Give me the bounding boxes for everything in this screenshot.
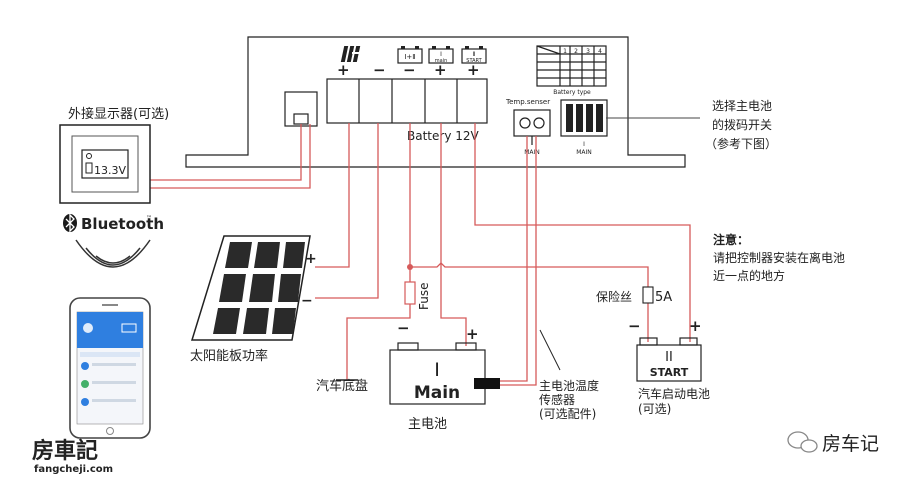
svg-text:START: START [650, 366, 689, 379]
phone-sun-icon [83, 323, 93, 333]
attention-note: 注意： 请把控制器安装在离电池 近一点的地方 [713, 232, 845, 283]
battery-type-label: Battery type [553, 89, 591, 96]
start-fuse [642, 286, 654, 304]
temp-sensor-port-label: Temp.senser [505, 98, 550, 106]
brand-logo: 房車記 fangcheji.com [32, 438, 113, 475]
bluetooth-icon [65, 213, 75, 233]
svg-text:MAIN: MAIN [524, 149, 540, 156]
terminal-block [326, 78, 488, 124]
svg-text:I: I [434, 359, 440, 381]
svg-text:近一点的地方: 近一点的地方 [713, 268, 785, 283]
svg-text:Ⅰ: Ⅰ [583, 141, 585, 148]
start-battery: 保险丝 5A − + II START 汽车启动电池 (可选) [596, 286, 710, 416]
svg-text:−: − [301, 293, 313, 309]
svg-text:1: 1 [563, 48, 567, 55]
main-fuse: Fuse [404, 281, 431, 311]
temp-sensor-note: 主电池温度 传感器 (可选配件) [539, 329, 599, 421]
chassis-ground: 汽车底盘 [316, 378, 368, 394]
solar-panel-label: 太阳能板功率 [190, 348, 268, 364]
wireless-waves-icon [75, 239, 151, 268]
main-minus-label: − [403, 61, 416, 79]
dip-switch-note: 选择主电池 的拨码开关 （参考下图） [705, 99, 777, 151]
svg-text:2: 2 [574, 48, 578, 55]
pv-plus-label: + [337, 61, 350, 79]
smartphone [69, 297, 151, 439]
display-socket [284, 91, 318, 127]
svg-text:主电池温度: 主电池温度 [539, 378, 599, 393]
solar-panel: + − 太阳能板功率 [190, 235, 317, 364]
watermark: 房车记 [787, 431, 879, 455]
battery-icon [85, 162, 93, 174]
svg-text:的拨码开关: 的拨码开关 [712, 117, 772, 132]
charge-controller: + − − + + Ⅰ+Ⅱ Ⅰ main Ⅱ START Battery 12V… [185, 36, 686, 168]
chassis-label: 汽车底盘 [316, 378, 368, 394]
svg-text:Ⅰ: Ⅰ [440, 51, 442, 58]
junction-dot [407, 264, 413, 270]
external-display: 外接显示器(可选) 13.3V [59, 106, 169, 204]
svg-text:−: − [628, 317, 641, 335]
svg-text:Ⅱ: Ⅱ [473, 51, 476, 58]
battery-type-table: 1 2 3 4 Battery type [536, 45, 607, 96]
fuse-label: Fuse [417, 283, 431, 311]
svg-text:−: − [397, 319, 410, 337]
svg-text:II: II [665, 350, 673, 365]
battery-12v-label: Battery 12V [407, 129, 479, 143]
svg-text:Main: Main [414, 383, 460, 403]
svg-text:fangcheji.com: fangcheji.com [34, 464, 113, 475]
svg-text:main: main [435, 58, 448, 64]
main-battery: − + I Main 主电池 [389, 319, 500, 432]
external-display-label: 外接显示器(可选) [68, 106, 169, 122]
svg-text:START: START [466, 58, 482, 64]
sun-icon [86, 153, 92, 159]
bluetooth-logo: Bluetooth ™ [63, 213, 164, 233]
svg-text:™: ™ [146, 215, 152, 222]
main-battery-label: 主电池 [408, 417, 447, 432]
svg-text:+: + [466, 325, 479, 343]
svg-text:(可选): (可选) [638, 402, 671, 416]
phone-battery-icon [121, 323, 137, 333]
svg-text:请把控制器安装在离电池: 请把控制器安装在离电池 [713, 250, 845, 265]
display-reading: 13.3V [94, 164, 126, 177]
svg-text:Ⅰ+Ⅱ: Ⅰ+Ⅱ [404, 53, 415, 61]
svg-text:+: + [689, 317, 702, 335]
svg-text:3: 3 [586, 48, 590, 55]
svg-text:(可选配件): (可选配件) [539, 407, 596, 421]
svg-text:房车记: 房车记 [822, 433, 879, 455]
badge-battery-main: Ⅰ main [428, 46, 454, 64]
svg-text:5A: 5A [655, 290, 672, 305]
svg-text:传感器: 传感器 [539, 392, 575, 407]
svg-text:+: + [305, 251, 317, 267]
main-plus-label: + [434, 61, 447, 79]
svg-text:注意：: 注意： [713, 232, 749, 247]
pv-minus-label: − [373, 61, 386, 79]
svg-text:4: 4 [598, 48, 602, 55]
controller-housing [185, 36, 686, 168]
temp-sensor-probe [474, 378, 500, 389]
badge-battery-start: Ⅱ START [461, 46, 487, 64]
badge-battery-1-2: Ⅰ+Ⅱ [397, 46, 423, 64]
svg-text:保险丝: 保险丝 [596, 289, 632, 304]
svg-text:（参考下图）: （参考下图） [705, 136, 777, 151]
start-plus-label: + [467, 61, 480, 79]
pv-grid-icon [340, 46, 374, 62]
wires [150, 117, 700, 386]
svg-text:MAIN: MAIN [576, 149, 592, 156]
svg-text:Bluetooth: Bluetooth [81, 215, 164, 233]
svg-text:汽车启动电池: 汽车启动电池 [638, 386, 710, 401]
svg-text:选择主电池: 选择主电池 [712, 99, 772, 113]
svg-text:房車記: 房車記 [32, 438, 98, 464]
